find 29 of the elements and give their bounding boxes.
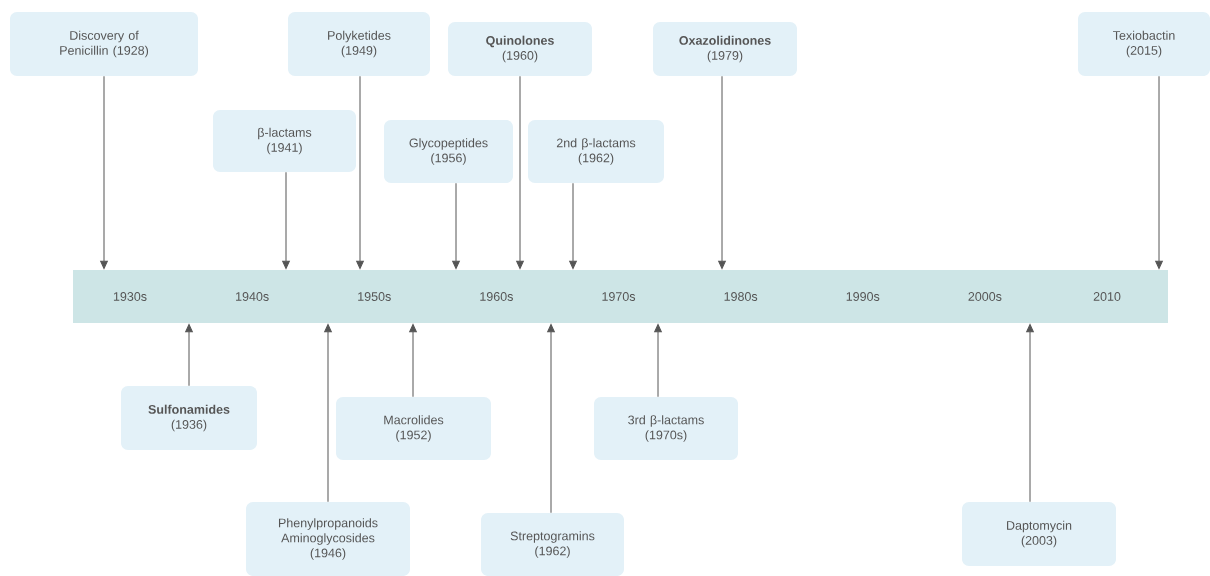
arrow <box>1155 75 1163 270</box>
arrow <box>547 323 555 514</box>
event-box: Polyketides (1949) <box>288 12 430 76</box>
event-box: 2nd β-lactams (1962) <box>528 120 664 183</box>
event-box: Sulfonamides (1936) <box>121 386 257 450</box>
arrow <box>654 323 662 398</box>
event-box: Daptomycin (2003) <box>962 502 1116 566</box>
event-box: Streptogramins (1962) <box>481 513 624 576</box>
arrow <box>324 323 332 503</box>
event-box: Phenylpropanoids Aminoglycosides (1946) <box>246 502 410 576</box>
arrow <box>1026 323 1034 503</box>
arrow <box>569 182 577 270</box>
event-box: 3rd β-lactams (1970s) <box>594 397 738 460</box>
arrow <box>282 171 290 270</box>
arrow <box>185 323 193 387</box>
arrow <box>409 323 417 398</box>
arrow <box>516 75 524 270</box>
arrow <box>100 75 108 270</box>
event-box: Discovery of Penicillin (1928) <box>10 12 198 76</box>
event-box: Texiobactin (2015) <box>1078 12 1210 76</box>
event-box: Oxazolidinones (1979) <box>653 22 797 76</box>
event-box: Glycopeptides (1956) <box>384 120 513 183</box>
arrow <box>718 75 726 270</box>
arrow <box>356 75 364 270</box>
event-box: Quinolones (1960) <box>448 22 592 76</box>
timeline-bar: 1930s 1940s 1950s 1960s 1970s 1980s 1990s 2000s 2010 <box>73 270 1168 323</box>
arrow <box>452 182 460 270</box>
event-box: β-lactams (1941) <box>213 110 356 172</box>
event-box: Macrolides (1952) <box>336 397 491 460</box>
